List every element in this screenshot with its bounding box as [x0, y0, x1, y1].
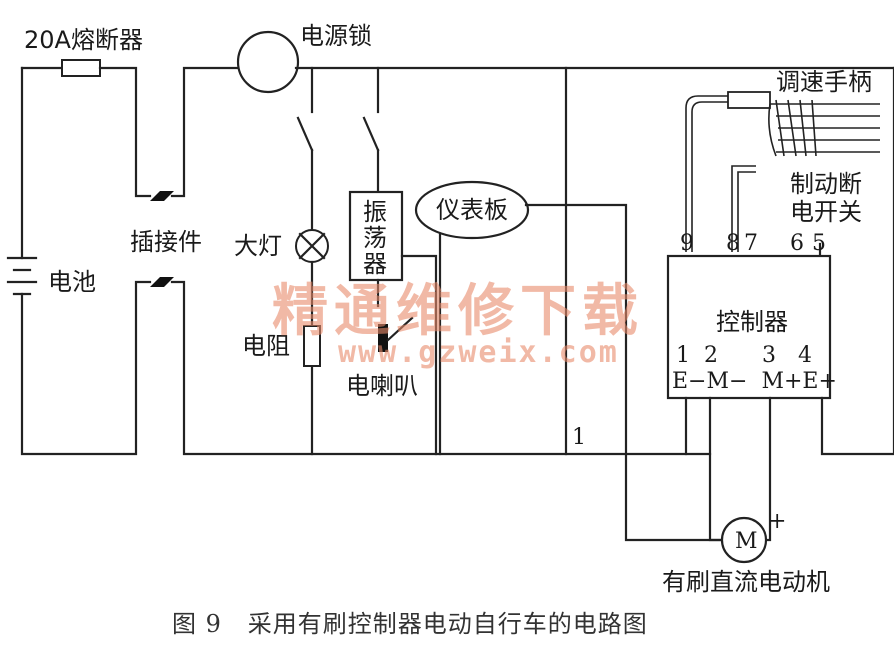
oscillator-label-1: 振	[363, 198, 387, 226]
horn-symbol	[378, 324, 388, 352]
pin-8: 8	[726, 231, 740, 256]
figure-caption: 图 9 采用有刷控制器电动自行车的电路图	[172, 610, 648, 638]
pin-names: E−M− M+E+	[672, 369, 837, 394]
fuse-symbol	[61, 59, 101, 77]
horn-label: 电喇叭	[346, 372, 418, 400]
headlight-label: 大灯	[234, 232, 282, 260]
connector-label: 插接件	[130, 228, 202, 256]
throttle-grip-ridges	[768, 99, 880, 157]
brake-switch-label-1: 制动断	[790, 170, 862, 198]
brake-switch-label-2: 电开关	[790, 198, 862, 226]
throttle-label: 调速手柄	[776, 68, 872, 96]
motor-symbol	[720, 516, 768, 564]
throttle-wiring	[685, 91, 880, 252]
pin-2: 2	[704, 343, 718, 368]
pin-1: 1	[676, 343, 690, 368]
power-lock-symbol	[236, 30, 300, 94]
ground-bus	[170, 280, 712, 456]
headlight-branch	[295, 66, 329, 456]
oscillator-label-3: 器	[363, 250, 387, 278]
dashboard-ellipse	[414, 180, 530, 240]
wire-label-1: 1	[572, 425, 586, 450]
pin-3: 3	[762, 343, 776, 368]
oscillator-box	[348, 190, 404, 282]
pin-4: 4	[798, 343, 812, 368]
motor-plus-label: +	[768, 509, 786, 534]
pin-7: 7	[744, 231, 758, 256]
controller-label: 控制器	[716, 308, 788, 336]
pin-5: 5	[812, 231, 826, 256]
battery-symbol	[6, 256, 38, 296]
controller-box	[666, 254, 832, 400]
resistor-symbol	[303, 325, 321, 367]
resistor-label: 电阻	[242, 332, 290, 360]
pin-6: 6	[790, 231, 804, 256]
controller	[666, 66, 894, 542]
motor-m-label: M	[735, 529, 758, 554]
horn-branch	[348, 66, 442, 456]
battery-label: 电池	[48, 268, 96, 296]
motor	[720, 516, 768, 564]
top-bus	[170, 30, 894, 198]
pin-9: 9	[680, 231, 694, 256]
battery-loop	[6, 59, 152, 456]
dashboard-branch	[414, 66, 722, 542]
power-lock-label: 电源锁	[300, 22, 372, 50]
watermark-url: www.gzweix.com	[338, 335, 619, 370]
throttle-grip	[727, 91, 771, 109]
connector-symbol	[150, 191, 174, 287]
oscillator-label-2: 荡	[363, 224, 387, 252]
motor-label: 有刷直流电动机	[662, 568, 830, 596]
dashboard-label: 仪表板	[436, 196, 508, 224]
fuse-label: 20A熔断器	[24, 26, 143, 54]
watermark-text: 精通维修下载	[272, 279, 644, 344]
